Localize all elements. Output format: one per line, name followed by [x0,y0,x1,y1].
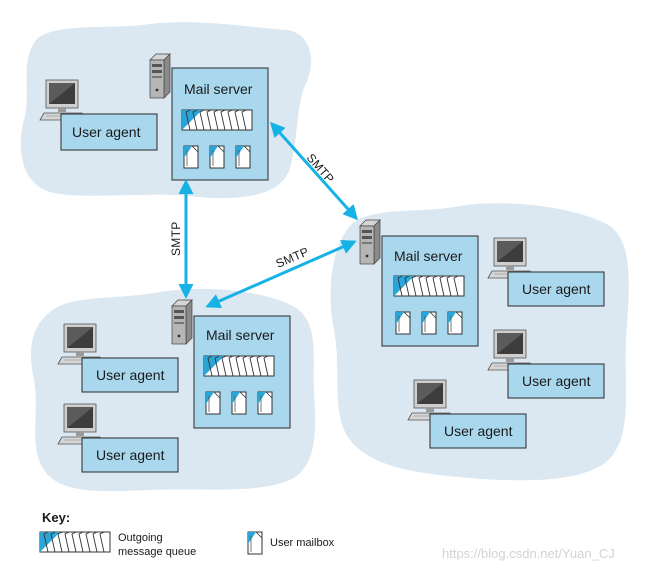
mailbox-icon [209,145,225,169]
outgoing-queue-icon [181,109,253,131]
smtp-arrow-top-right [270,121,358,221]
mailbox-icon [235,145,251,169]
user-agent-bottom-2 [81,437,179,473]
mail-server-label: Mail server [394,248,463,264]
outgoing-queue-icon [393,275,465,297]
mailbox-icon [421,311,437,335]
server-icon [359,219,381,265]
smtp-label: SMTP [274,244,311,270]
outgoing-queue-icon [39,531,111,553]
smtp-label: SMTP [169,221,183,256]
mailbox-icon [247,531,263,555]
mailbox-icon [395,311,411,335]
smtp-arrow-bottom-right [205,239,357,309]
smtp-label: SMTP [304,151,337,186]
user-agent-label: User agent [72,124,141,140]
user-agent-label: User agent [96,447,165,463]
watermark: https://blog.csdn.net/Yuan_CJ [442,546,615,561]
user-agent-right-3 [429,413,527,449]
user-agent-label: User agent [522,281,591,297]
user-agent-label: User agent [444,423,513,439]
user-agent-right-2 [507,363,605,399]
key-mailbox-label: User mailbox [270,537,335,549]
mail-server-label: Mail server [206,327,275,343]
outgoing-queue-icon [203,355,275,377]
user-agent-label: User agent [522,373,591,389]
mailbox-icon [183,145,199,169]
key-title: Key: [42,510,70,525]
mailbox-icon [257,391,273,415]
server-icon [171,299,193,345]
server-icon [149,53,171,99]
key-outgoing-line2: message queue [118,546,196,558]
user-agent-right-1 [507,271,605,307]
mailbox-icon [231,391,247,415]
key-outgoing-line1: Outgoing [118,532,163,544]
user-agent-top [60,113,158,151]
mailbox-icon [447,311,463,335]
user-agent-bottom-1 [81,357,179,393]
user-agent-label: User agent [96,367,165,383]
mail-server-label: Mail server [184,81,253,97]
mailbox-icon [205,391,221,415]
